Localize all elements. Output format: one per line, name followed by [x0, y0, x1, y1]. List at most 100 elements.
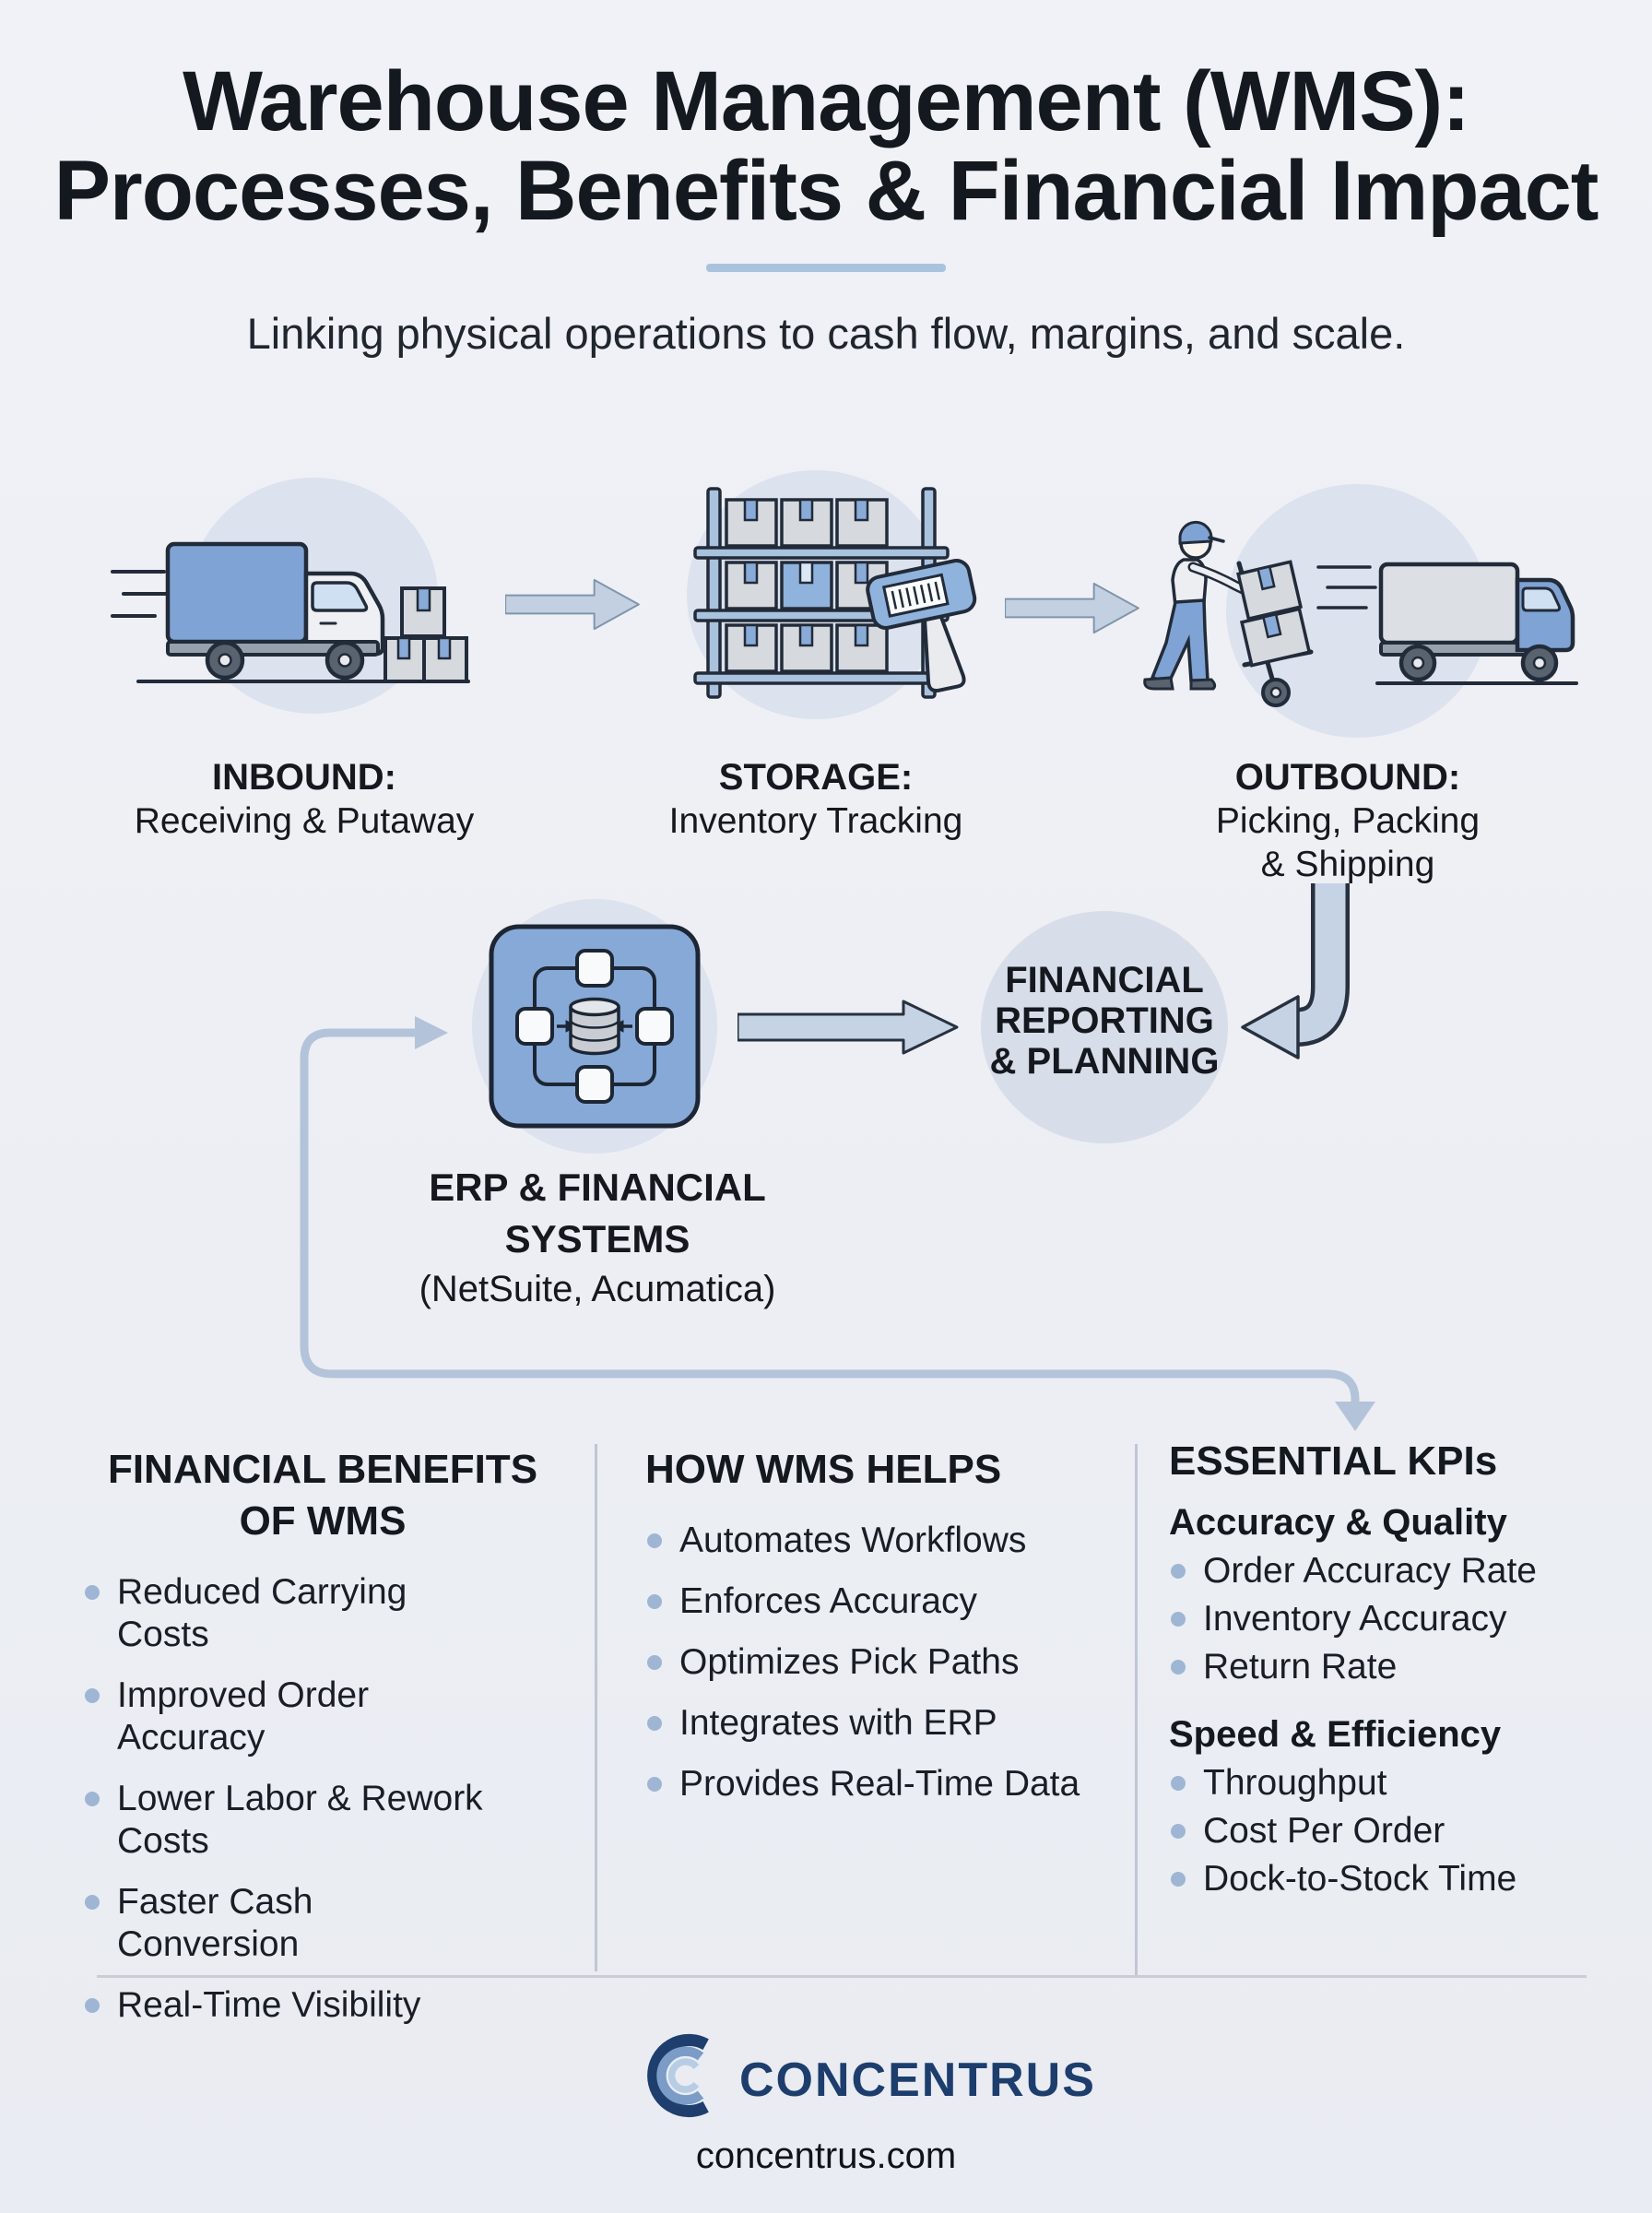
flow-arrow-storage-to-outbound: [1005, 582, 1139, 634]
financial-reporting-circle: [981, 911, 1228, 1143]
page-title: Warehouse Management (WMS): Processes, B…: [0, 57, 1652, 236]
truck-cargo-box: [165, 541, 309, 645]
erp-node-left: [515, 1007, 554, 1046]
bullet-dot-icon: [647, 1594, 662, 1609]
outbound-subtitle-line2: & Shipping: [1260, 845, 1435, 884]
how-wms-helps-list: Automates Workflows Enforces Accuracy Op…: [645, 1520, 1088, 1805]
warehouse-worker: [1143, 521, 1248, 691]
erp-node-right: [635, 1007, 674, 1046]
speed-lines: [111, 570, 173, 618]
website-url: concentrus.com: [695, 2136, 957, 2176]
shelf-post-left: [706, 487, 722, 699]
delivery-truck-boxes-icon: [111, 541, 470, 683]
loop-arrowhead-down: [1335, 1402, 1375, 1431]
bullet-dot-icon: [1171, 1612, 1186, 1627]
flow-loop-arrow-to-erp-and-kpis: [300, 1016, 1375, 1431]
list-item: Cost Per Order: [1169, 1810, 1639, 1852]
list-item: Improved Order Accuracy: [83, 1675, 489, 1759]
list-item: Return Rate: [1169, 1646, 1639, 1688]
erp-label: ERP & FINANCIAL SYSTEMS (NetSuite, Acuma…: [413, 1162, 782, 1313]
bullet-dot-icon: [1171, 1660, 1186, 1675]
list-item: Inventory Accuracy: [1169, 1598, 1639, 1640]
list-item: Dock-to-Stock Time: [1169, 1858, 1639, 1900]
page-subtitle: Linking physical operations to cash flow…: [246, 309, 1406, 358]
kpi-subheading-accuracy: Accuracy & Quality: [1169, 1502, 1507, 1543]
list-item: Reduced Carrying Costs: [83, 1571, 489, 1656]
bullet-dot-icon: [1171, 1564, 1186, 1579]
list-item: Real-Time Visibility: [83, 1984, 489, 2027]
list-item: Lower Labor & Rework Costs: [83, 1778, 489, 1863]
column-financial-benefits: FINANCIAL BENEFITS OF WMS Reduced Carryi…: [83, 1444, 562, 2045]
truck-cargo-box: [1378, 562, 1520, 645]
bullet-dot-icon: [85, 1792, 100, 1806]
list-item: Throughput: [1169, 1762, 1639, 1805]
column-divider-2: [1135, 1444, 1138, 1977]
financial-reporting-line2: REPORTING: [995, 1000, 1214, 1041]
financial-reporting-line3: & PLANNING: [989, 1041, 1220, 1082]
brand-wordmark: CONCENTRUS: [739, 2053, 1096, 2107]
bullet-dot-icon: [647, 1655, 662, 1670]
loop-arrowhead-right: [415, 1016, 448, 1049]
shelf-bar: [693, 546, 950, 560]
footer-separator: [97, 1975, 1587, 1978]
inbound-subtitle: Receiving & Putaway: [134, 801, 475, 841]
truck-window: [311, 581, 369, 612]
shelf-barcode-scanner-icon: [693, 487, 977, 699]
bullet-dot-icon: [1171, 1776, 1186, 1791]
bullet-dot-icon: [85, 1998, 100, 2013]
outbound-title: OUTBOUND:: [1234, 757, 1461, 798]
speed-lines: [1316, 565, 1377, 609]
storage-subtitle: Inventory Tracking: [668, 801, 963, 841]
barcode-scanner: [866, 559, 977, 692]
outbound-subtitle-line1: Picking, Packing: [1215, 801, 1481, 841]
financial-reporting-line1: FINANCIAL: [1005, 960, 1204, 1000]
bullet-dot-icon: [85, 1895, 100, 1910]
list-item: Automates Workflows: [645, 1520, 1088, 1562]
storage-title: STORAGE:: [718, 757, 914, 798]
bullet-dot-icon: [647, 1716, 662, 1731]
erp-node-top: [575, 949, 614, 988]
bullet-dot-icon: [85, 1688, 100, 1703]
concentrus-logo-icon: [647, 2033, 709, 2118]
bullet-dot-icon: [1171, 1824, 1186, 1839]
erp-database-network-icon: [489, 924, 701, 1129]
list-item: Optimizes Pick Paths: [645, 1641, 1088, 1684]
truck-window: [1521, 586, 1562, 612]
bullet-dot-icon: [85, 1585, 100, 1600]
financial-benefits-heading: FINANCIAL BENEFITS OF WMS: [107, 1447, 538, 1544]
list-item: Enforces Accuracy: [645, 1580, 1088, 1623]
list-item: Order Accuracy Rate: [1169, 1550, 1639, 1592]
erp-subtitle: (NetSuite, Acumatica): [419, 1269, 776, 1309]
essential-kpis-heading: ESSENTIAL KPIs: [1169, 1438, 1498, 1484]
how-wms-helps-heading: HOW WMS HELPS: [645, 1447, 1002, 1492]
outbound-truck: [1316, 562, 1578, 685]
list-item: Faster Cash Conversion: [83, 1881, 489, 1966]
shelf-bar: [693, 671, 950, 685]
kpi-accuracy-list: Order Accuracy Rate Inventory Accuracy R…: [1169, 1550, 1639, 1688]
flow-arrow-inbound-to-storage: [505, 578, 640, 631]
bullet-dot-icon: [647, 1777, 662, 1792]
erp-title-line1: ERP & FINANCIAL: [429, 1166, 766, 1209]
financial-benefits-list: Reduced Carrying Costs Improved Order Ac…: [83, 1571, 489, 2027]
financial-reporting-label: FINANCIAL REPORTING & PLANNING: [981, 960, 1228, 1082]
column-divider-1: [595, 1444, 597, 1971]
flow-arrow-erp-to-reporting: [738, 1000, 959, 1055]
erp-title-line2: SYSTEMS: [504, 1217, 690, 1260]
list-item: Provides Real-Time Data: [645, 1763, 1088, 1805]
column-essential-kpis: ESSENTIAL KPIs Accuracy & Quality Order …: [1169, 1436, 1639, 1906]
bullet-dot-icon: [1171, 1872, 1186, 1887]
database-cylinder: [569, 997, 620, 1056]
shelf-boxes: [725, 498, 889, 673]
list-item: Integrates with ERP: [645, 1702, 1088, 1745]
kpi-subheading-speed: Speed & Efficiency: [1169, 1714, 1502, 1755]
inbound-title: INBOUND:: [212, 757, 396, 798]
hand-truck: [1236, 560, 1314, 707]
outbound-label: OUTBOUND: Picking, Packing & Shipping: [1154, 756, 1541, 886]
inbound-label: INBOUND: Receiving & Putaway: [111, 756, 498, 843]
kpi-speed-list: Throughput Cost Per Order Dock-to-Stock …: [1169, 1762, 1639, 1900]
title-underline: [706, 264, 946, 272]
erp-node-bottom: [575, 1065, 614, 1104]
page-title-line2: Processes, Benefits & Financial Impact: [53, 144, 1599, 238]
flow-arrow-outbound-to-reporting: [1241, 883, 1350, 1059]
